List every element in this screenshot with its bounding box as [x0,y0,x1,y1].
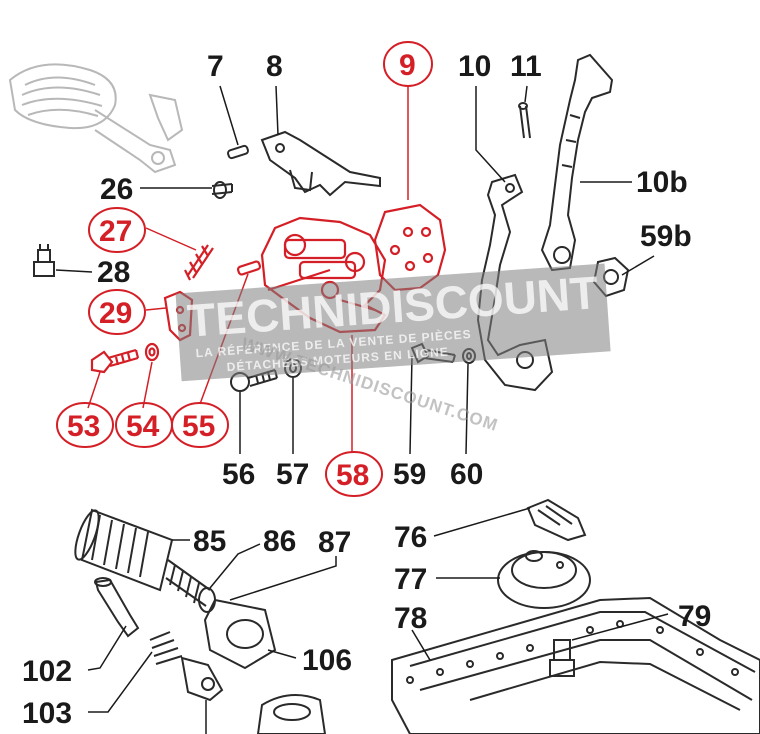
label-87: 87 [318,526,351,559]
label-78: 78 [394,602,427,635]
label-53: 53 [67,410,100,443]
label-77: 77 [394,563,427,596]
label-103: 103 [22,697,72,730]
label-53-ring [56,402,114,448]
highlight-circles [56,41,433,497]
label-8: 8 [266,50,283,83]
label-59b: 59b [640,220,692,253]
oil-sump-78-illustration [391,596,760,734]
label-102: 102 [22,655,72,688]
label-7: 7 [207,50,224,83]
cap-illustration [256,694,327,734]
label-29: 29 [99,297,132,330]
label-79: 79 [678,600,711,633]
label-55-ring [171,402,229,448]
spring-103-illustration [149,631,224,702]
watermark-banner [175,263,611,382]
label-9-ring [383,41,433,87]
pin-55-illustration [236,260,262,276]
label-10b: 10b [636,166,688,199]
label-9: 9 [399,49,416,82]
label-58: 58 [336,459,369,492]
bolt-79-illustration [549,639,575,677]
label-76: 76 [394,521,427,554]
label-29-ring [88,289,146,335]
bolt-53-illustration [90,348,140,374]
watermark: TECHNIDISCOUNT LA RÉFÉRENCE DE LA VENTE … [175,263,611,382]
valve-102-illustration [94,577,140,638]
part-labels: 7 8 9 10 11 10b 26 27 28 29 59b 53 54 55… [22,49,711,730]
bolt-28-illustration [33,244,55,277]
label-27-ring [88,207,146,253]
label-55: 55 [182,410,215,443]
cover-77-illustration [497,550,591,609]
label-59: 59 [393,458,426,491]
lever-10b-illustration [540,53,614,272]
bolt-26-illustration [211,181,233,199]
pin-7-illustration [227,144,249,160]
label-54: 54 [126,410,160,443]
washer-54-illustration [144,342,160,362]
label-106: 106 [302,644,352,677]
faded-assembly-illustration [8,63,184,174]
label-85: 85 [193,525,226,558]
label-60: 60 [450,458,483,491]
fork-8-illustration [260,130,381,197]
label-56: 56 [222,458,255,491]
label-58-ring [325,451,383,497]
label-10: 10 [458,50,491,83]
filter-assembly-illustration [74,508,277,670]
leader-lines [55,85,669,734]
label-26: 26 [100,173,133,206]
pin-27-illustration [184,244,214,281]
pin-11-illustration [518,102,531,139]
label-11: 11 [510,50,542,83]
label-86: 86 [263,525,296,558]
strainer-76-illustration [526,498,587,542]
label-27: 27 [99,215,132,248]
label-57: 57 [276,458,309,491]
label-28: 28 [97,256,130,289]
